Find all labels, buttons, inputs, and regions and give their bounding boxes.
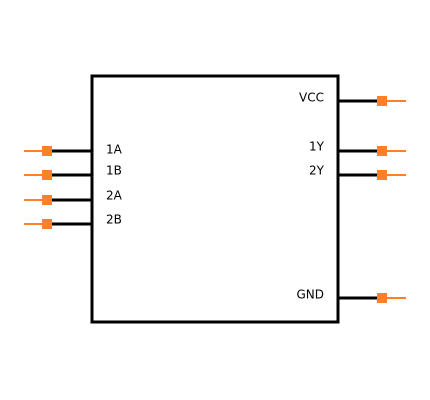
right-pin-gnd: GND [296,288,406,303]
pin-label: GND [296,288,324,302]
pin-connection-square [42,219,52,229]
pin-label: 1A [106,143,123,157]
right-pin-vcc: VCC [299,91,406,106]
pin-connection-square [377,170,387,180]
right-pin-1y: 1Y [309,140,406,156]
pin-label: 2Y [309,164,325,178]
pin-connection-square [377,293,387,303]
pin-label: VCC [299,91,324,105]
pin-connection-square [377,146,387,156]
pin-connection-square [42,146,52,156]
left-pin-2b: 2B [24,213,122,229]
pin-label: 1B [106,164,122,178]
left-pin-1b: 1B [24,164,122,180]
pin-label: 2B [106,213,122,227]
right-pin-2y: 2Y [309,164,406,180]
left-pin-2a: 2A [24,189,123,205]
pin-label: 2A [106,189,123,203]
pin-connection-square [42,195,52,205]
pin-label: 1Y [309,140,325,154]
left-pin-1a: 1A [24,143,123,157]
pin-connection-square [377,96,387,106]
pin-connection-square [42,170,52,180]
